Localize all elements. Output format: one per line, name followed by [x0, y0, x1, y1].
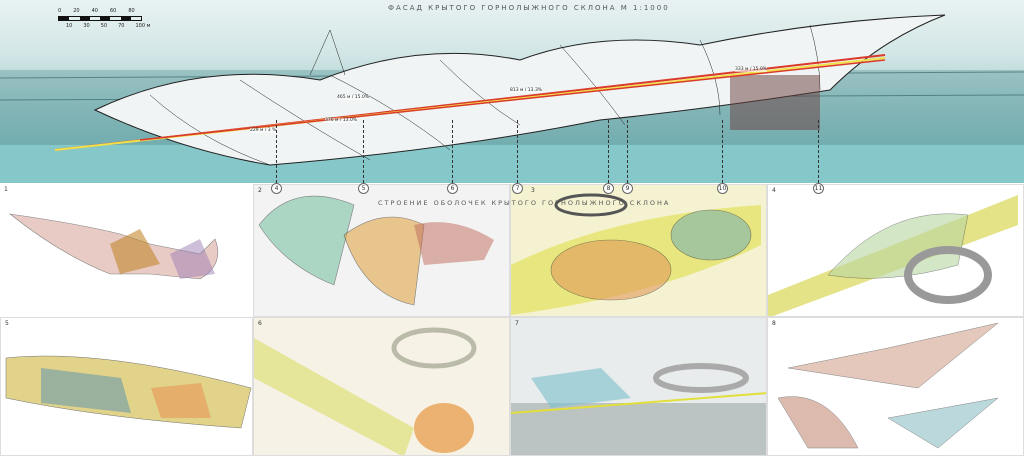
axis-marker: 9	[622, 183, 633, 194]
axis-line	[818, 120, 819, 188]
slope-label: 376 м / 13.0%	[325, 118, 358, 123]
panel-3: 3	[510, 184, 767, 317]
axis-marker: 5	[358, 183, 369, 194]
panel-number: 7	[515, 320, 519, 327]
panel-number: 6	[258, 320, 262, 327]
axis-marker: 4	[271, 183, 282, 194]
axis-marker: 11	[813, 183, 824, 194]
panel-number: 1	[4, 186, 8, 193]
slope-label: 333 м / 15.0%	[735, 67, 768, 72]
panel-4: 4	[767, 184, 1024, 317]
axis-line	[627, 120, 628, 188]
panel-2: 2	[253, 184, 510, 317]
axis-line	[452, 120, 453, 188]
axis-marker: 8	[603, 183, 614, 194]
axis-line	[517, 120, 518, 188]
panel-7: 7	[510, 317, 767, 456]
panel-6: 6	[253, 317, 510, 456]
slope-label: 465 м / 15.0%	[337, 95, 370, 100]
panel-number: 4	[772, 187, 776, 194]
panel-8: 8	[767, 317, 1024, 456]
axis-line	[363, 120, 364, 188]
slope-label: 813 м / 13.3%	[510, 88, 543, 93]
facade-title: ФАСАД КРЫТОГО ГОРНОЛЫЖНОГО СКЛОНА М 1:10…	[388, 4, 670, 12]
axis-marker: 7	[512, 183, 523, 194]
panel-1: 1	[0, 184, 253, 317]
axis-line	[608, 120, 609, 188]
axis-marker: 10	[717, 183, 728, 194]
axis-marker: 6	[447, 183, 458, 194]
panel-5: 5	[0, 317, 253, 456]
panel-number: 2	[258, 187, 262, 194]
axis-line	[276, 120, 277, 188]
axis-line	[722, 120, 723, 188]
structure-title: СТРОЕНИЕ ОБОЛОЧЕК КРЫТОГО ГОРНОЛЫЖНОГО С…	[378, 199, 671, 207]
panel-number: 3	[531, 187, 535, 194]
panel-number: 8	[772, 320, 776, 327]
panel-number: 5	[5, 320, 9, 327]
facade-elevation: ФАСАД КРЫТОГО ГОРНОЛЫЖНОГО СКЛОНА М 1:10…	[0, 0, 1024, 183]
slope-label: 229 м / 3 %	[250, 128, 277, 133]
